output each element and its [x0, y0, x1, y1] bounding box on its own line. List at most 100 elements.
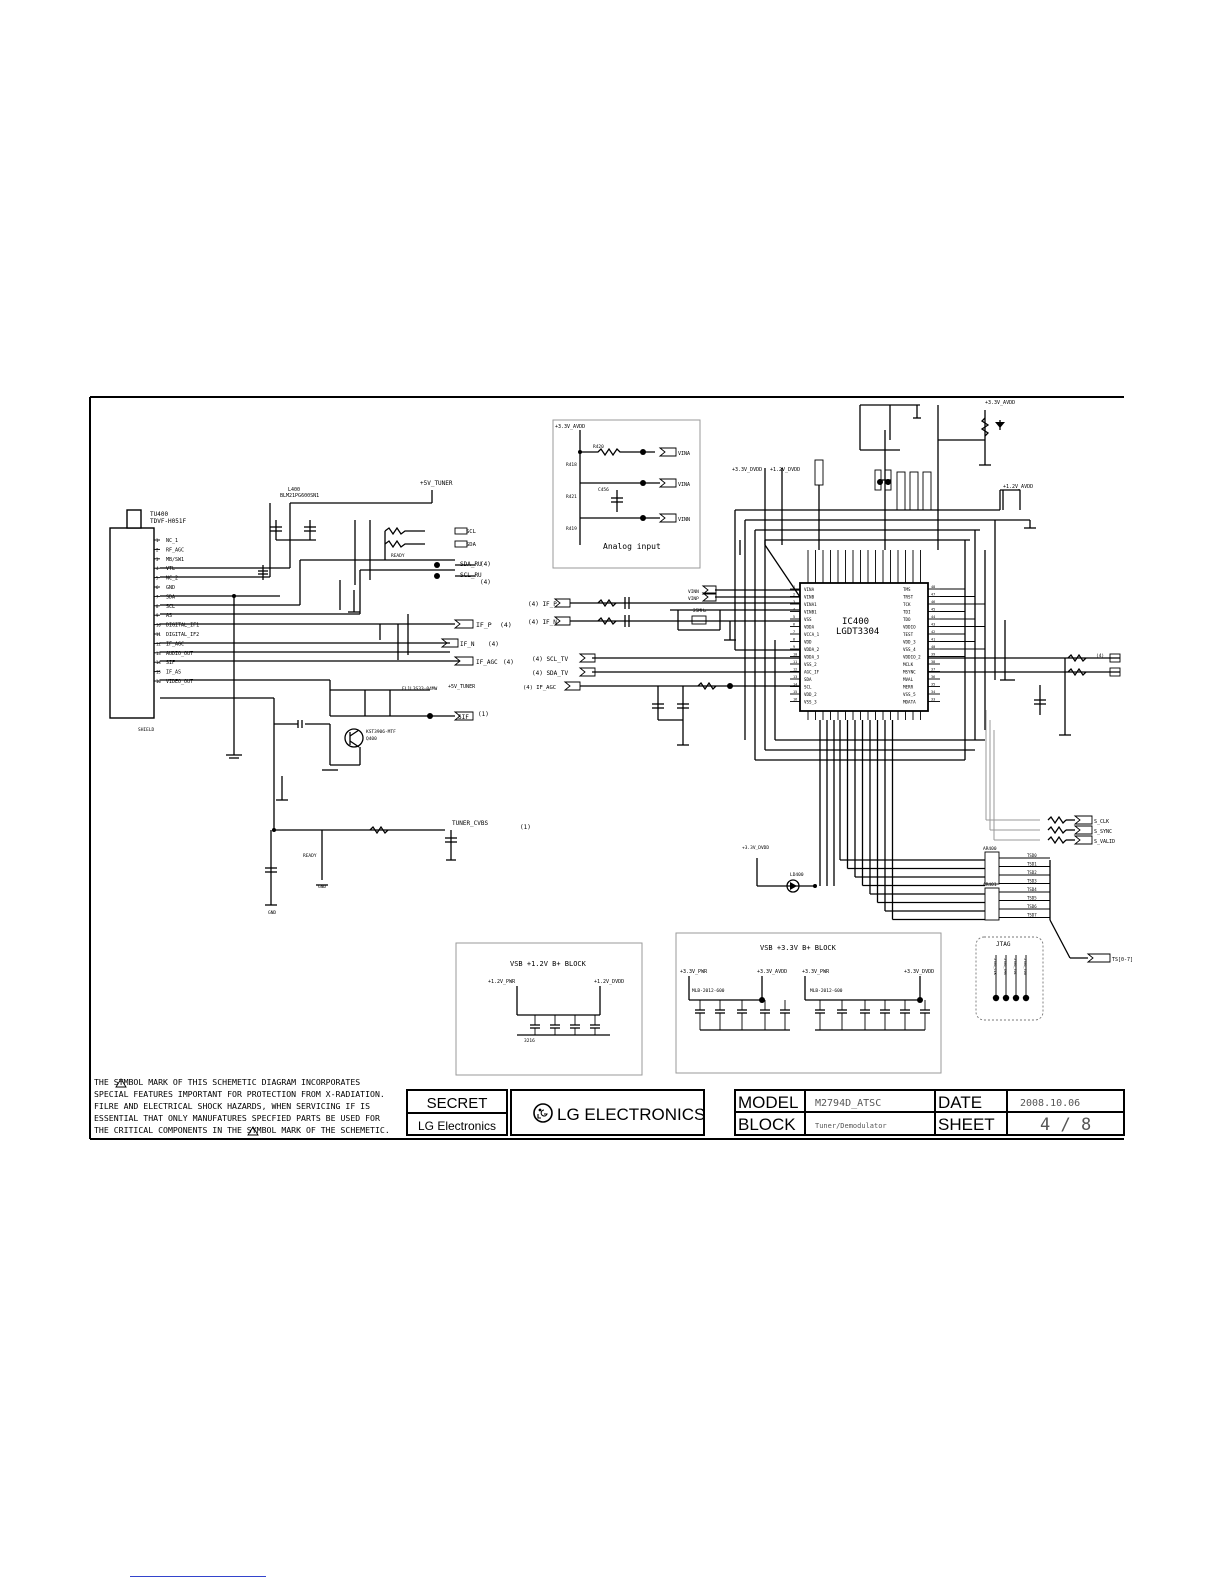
label-tuner-cvbs: TUNER_CVBS [452, 820, 489, 827]
warning-triangle-icon [247, 1126, 259, 1136]
tuner-pin-label: SDA [166, 594, 175, 600]
label-if-p-ref: (4) [500, 621, 512, 629]
ic-left-pin-label: VINB1 [804, 610, 817, 615]
ic-right-pin-number: 47 [931, 593, 935, 597]
ic-left-pin-label: VDD [804, 640, 812, 645]
ic-left-pin-number: 3 [793, 600, 795, 604]
tuner-pin-label: GND [166, 585, 175, 591]
ic-right-pin-number: 48 [931, 585, 935, 589]
label-s-sync: S_SYNC [1094, 829, 1112, 835]
vsb12-out: +1.2V_DVDD [594, 979, 624, 985]
jtag-pin-label: JTAG_TMS [1003, 958, 1007, 975]
label-sda: SDA [466, 542, 477, 548]
label-left-if-n: (4) IF_N [528, 619, 557, 626]
tuner-pin-label: DIGITAL_IF2 [166, 632, 199, 638]
ts-pin-label: TSD2 [1027, 870, 1037, 875]
ic-right-pin-number: 38 [931, 660, 935, 664]
ic-left-pin-number: 16 [793, 698, 797, 702]
tuner-pin-number: 11 [156, 632, 161, 637]
label-r-right-a: (4) [1096, 653, 1104, 659]
ic-left-pin-number: 12 [793, 668, 797, 672]
label-scl-tv: (4) SCL_TV [532, 656, 569, 663]
ts-pin-label: TSD6 [1027, 904, 1037, 909]
label-5v-tuner-b: +5V_TUNER [448, 684, 476, 690]
tuner-pin-label: SIF [166, 660, 175, 666]
ic-left-pin-number: 13 [793, 675, 797, 679]
ic-section-labels: +3.3V_DVDD +1.2V_DVDD +1.2V_AVDD +3.3V_A… [523, 400, 1104, 691]
tuner-body [109, 527, 155, 719]
ic-right-pin-label: TCK [903, 602, 911, 607]
lg-small-label: LG Electronics [418, 1119, 496, 1133]
analog-supply: +3.3V_AVDD [555, 424, 585, 430]
notice-text: THE SYMBOL MARK OF THIS SCHEMETIC DIAGRA… [94, 1077, 390, 1136]
label-5v-tuner: +5V_TUNER [420, 480, 453, 487]
tuner-section-labels: +5V_TUNER L400 BLM21PG600SN1 SCL SDA SDA… [268, 480, 531, 916]
sheet-frame [89, 396, 1124, 1140]
jtag-pad [1012, 994, 1020, 1002]
ts-pin-label: TSD5 [1027, 896, 1037, 901]
label-ar400: AR400 [983, 846, 997, 852]
analog-part-r421: R421 [566, 494, 577, 500]
tuner-pin-number: 1 [156, 538, 159, 543]
jtag-pin-label: JTAG_TDI [1013, 958, 1017, 975]
label-if-p: IF_P [476, 621, 492, 629]
vsb33-out-a: +3.3V_AVDD [757, 969, 787, 975]
date-value: 2008.10.06 [1020, 1098, 1080, 1109]
ic-left-pin-label: VCCA_1 [804, 632, 820, 637]
ic-right-pin-label: TEST [903, 632, 914, 637]
jtag-pad [1022, 994, 1030, 1002]
tuner-pin-label: IF_AGC [166, 641, 184, 647]
ic-left-pin-label: VDD_2 [804, 692, 817, 697]
tuner-pin-number: 15 [156, 670, 161, 675]
ic-right-pin-number: 44 [931, 615, 935, 619]
tuner-pin-label: RF_AGC [166, 547, 184, 553]
tuner-wiring [160, 490, 475, 906]
ic-right-pin-number: 39 [931, 653, 935, 657]
notice-line-3: FILRE AND ELECTRICAL SHOCK HAZARDS, WHEN… [94, 1101, 370, 1111]
ic-right-pin-label: VSS_5 [903, 692, 916, 697]
ic-right-pin-label: TDI [903, 610, 911, 615]
tuner-pin-number: 9 [156, 613, 159, 618]
tuner-pin-label: MB/SW1 [166, 557, 184, 563]
vsb12-r-part: 3216 [524, 1038, 535, 1044]
ic-left-pin-label: SDA [804, 677, 812, 682]
label-gnd-a: GND [268, 910, 276, 916]
ic-right-pin-number: 37 [931, 668, 935, 672]
ic-right-pin-number: 46 [931, 600, 935, 604]
ic-right-pin-label: VSS_4 [903, 647, 916, 652]
notice-line-4: ESSENTIAL THAT ONLY MANUFATURES SPECFIED… [94, 1113, 380, 1123]
ic-left-pin-number: 7 [793, 630, 795, 634]
date-label: DATE [938, 1093, 982, 1112]
tuner-pin-label: VIDEO_OUT [166, 679, 193, 685]
tuner-pin-label: SCL [166, 604, 175, 610]
ic-left-pin-label: AGC_IF [804, 670, 820, 675]
vsb33-in-b: +3.3V_PWR [802, 969, 830, 975]
tuner-pin-number: 5 [156, 576, 159, 581]
tuner-ref: TU400 [150, 511, 168, 518]
tuner-pin-label: NC_2 [166, 576, 178, 582]
ic-right-pin-number: 40 [931, 645, 935, 649]
tuner-part: TDVF-H051F [150, 518, 187, 525]
ic-left-pin-number: 6 [793, 623, 795, 627]
ic-ref: IC400 [842, 617, 869, 627]
tuner-pin-number: 4 [156, 566, 159, 571]
ic-ic400: IC400 LGDT3304 VINA1VINB2VINA13VINB14VSS… [790, 582, 985, 712]
block-label: BLOCK [738, 1115, 796, 1134]
ic-right-pin-label: TRST [903, 595, 914, 600]
footer-link-underline[interactable] [130, 1576, 266, 1577]
ic-right-pin-number: 34 [931, 690, 935, 694]
label-left-if-p: (4) IF_P [528, 601, 557, 608]
ic-left-pin-number: 14 [793, 683, 797, 687]
label-sif: SIF [458, 714, 469, 721]
vsb33-title: VSB +3.3V B+ BLOCK [760, 944, 837, 952]
tuner-pin-label: AUDIO_OUT [166, 651, 193, 657]
ic-left-pin-number: 10 [793, 653, 797, 657]
tuner-pin-number: 3 [156, 557, 159, 562]
ts-data-section: S_CLK S_SYNC S_VALID TSD0TSD1TSD2TSD3TSD… [742, 710, 1133, 963]
vsb12-title: VSB +1.2V B+ BLOCK [510, 960, 587, 968]
notice-line-1: THE SYMBOL MARK OF THIS SCHEMETIC DIAGRA… [94, 1077, 360, 1087]
tuner-pin-number: 10 [156, 623, 161, 628]
ic-right-pin-number: 35 [931, 683, 935, 687]
tuner-pin-number: 16 [156, 679, 161, 684]
